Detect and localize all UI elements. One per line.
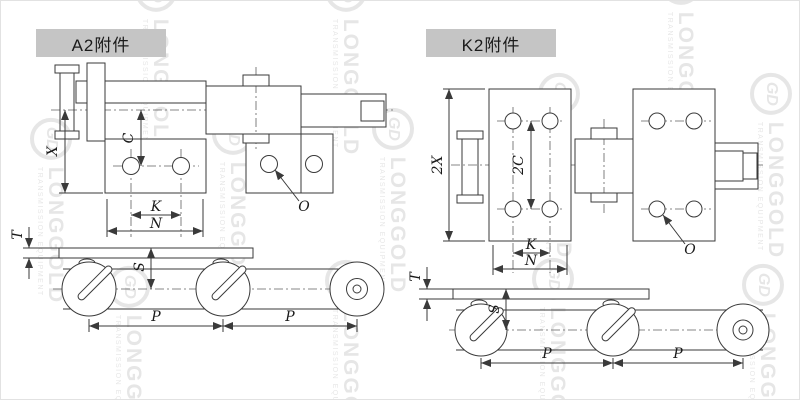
k2-attachment-plate xyxy=(488,88,572,242)
pin-cap xyxy=(590,192,618,203)
dim-label-2c: 2C xyxy=(511,155,527,176)
pin-cap xyxy=(456,130,484,140)
pin-cap xyxy=(456,194,484,204)
dim-label-p1: P xyxy=(150,309,161,325)
dim-label-2x: 2X xyxy=(430,155,446,176)
k2-section-title: K2附件 xyxy=(426,29,556,57)
dim-label-k: K xyxy=(525,237,538,253)
bolt-hole xyxy=(305,155,323,173)
dim-label-n: N xyxy=(524,253,538,269)
a2-section-title: A2附件 xyxy=(36,29,166,57)
dim-label-o: O xyxy=(298,199,310,215)
dim-label-n: N xyxy=(149,216,163,232)
cotter-pin xyxy=(77,265,113,301)
dim-label-s: S xyxy=(487,304,503,314)
dim-label-k: K xyxy=(150,199,163,215)
dim-label-x: X xyxy=(45,145,61,157)
bolt-hole xyxy=(504,200,522,218)
bolt-hole xyxy=(541,112,559,130)
dim-label-t: T xyxy=(10,229,26,240)
bolt-hole xyxy=(541,200,559,218)
dim-label-p2: P xyxy=(284,309,295,325)
pin-cap xyxy=(590,127,618,140)
attachment-tab xyxy=(452,288,650,300)
k2-top-view xyxy=(451,88,763,273)
dim-label-t: T xyxy=(408,271,424,282)
cotter-pin xyxy=(601,307,636,342)
bolt-hole xyxy=(685,200,703,218)
dim-label-c: C xyxy=(121,132,137,143)
k2-dimensions: 2X 2C K N O xyxy=(430,88,696,275)
pin-cap xyxy=(242,74,270,87)
a2-chain-side-view: S T P P xyxy=(10,227,385,332)
pin-cap xyxy=(242,133,270,144)
dim-label-o: O xyxy=(684,242,696,258)
cotter-pin xyxy=(211,265,247,301)
bolt-hole xyxy=(685,112,703,130)
roller xyxy=(205,85,302,135)
dim-label-p1: P xyxy=(541,346,552,362)
a2-top-view xyxy=(51,62,393,237)
a2-dimensions: X C K N O xyxy=(45,110,310,237)
attachment-tab xyxy=(58,247,254,259)
dim-label-s: S xyxy=(132,262,148,272)
bolt-hole xyxy=(648,112,666,130)
bolt-hole xyxy=(504,112,522,130)
bolt-hole xyxy=(172,157,190,175)
bolt-hole xyxy=(260,155,278,173)
k2-chain-side-view: S T P P xyxy=(408,267,771,369)
bolt-hole xyxy=(122,157,140,175)
k2-attachment-plate xyxy=(632,88,716,242)
bolt-hole xyxy=(648,200,666,218)
dim-label-p2: P xyxy=(672,346,683,362)
